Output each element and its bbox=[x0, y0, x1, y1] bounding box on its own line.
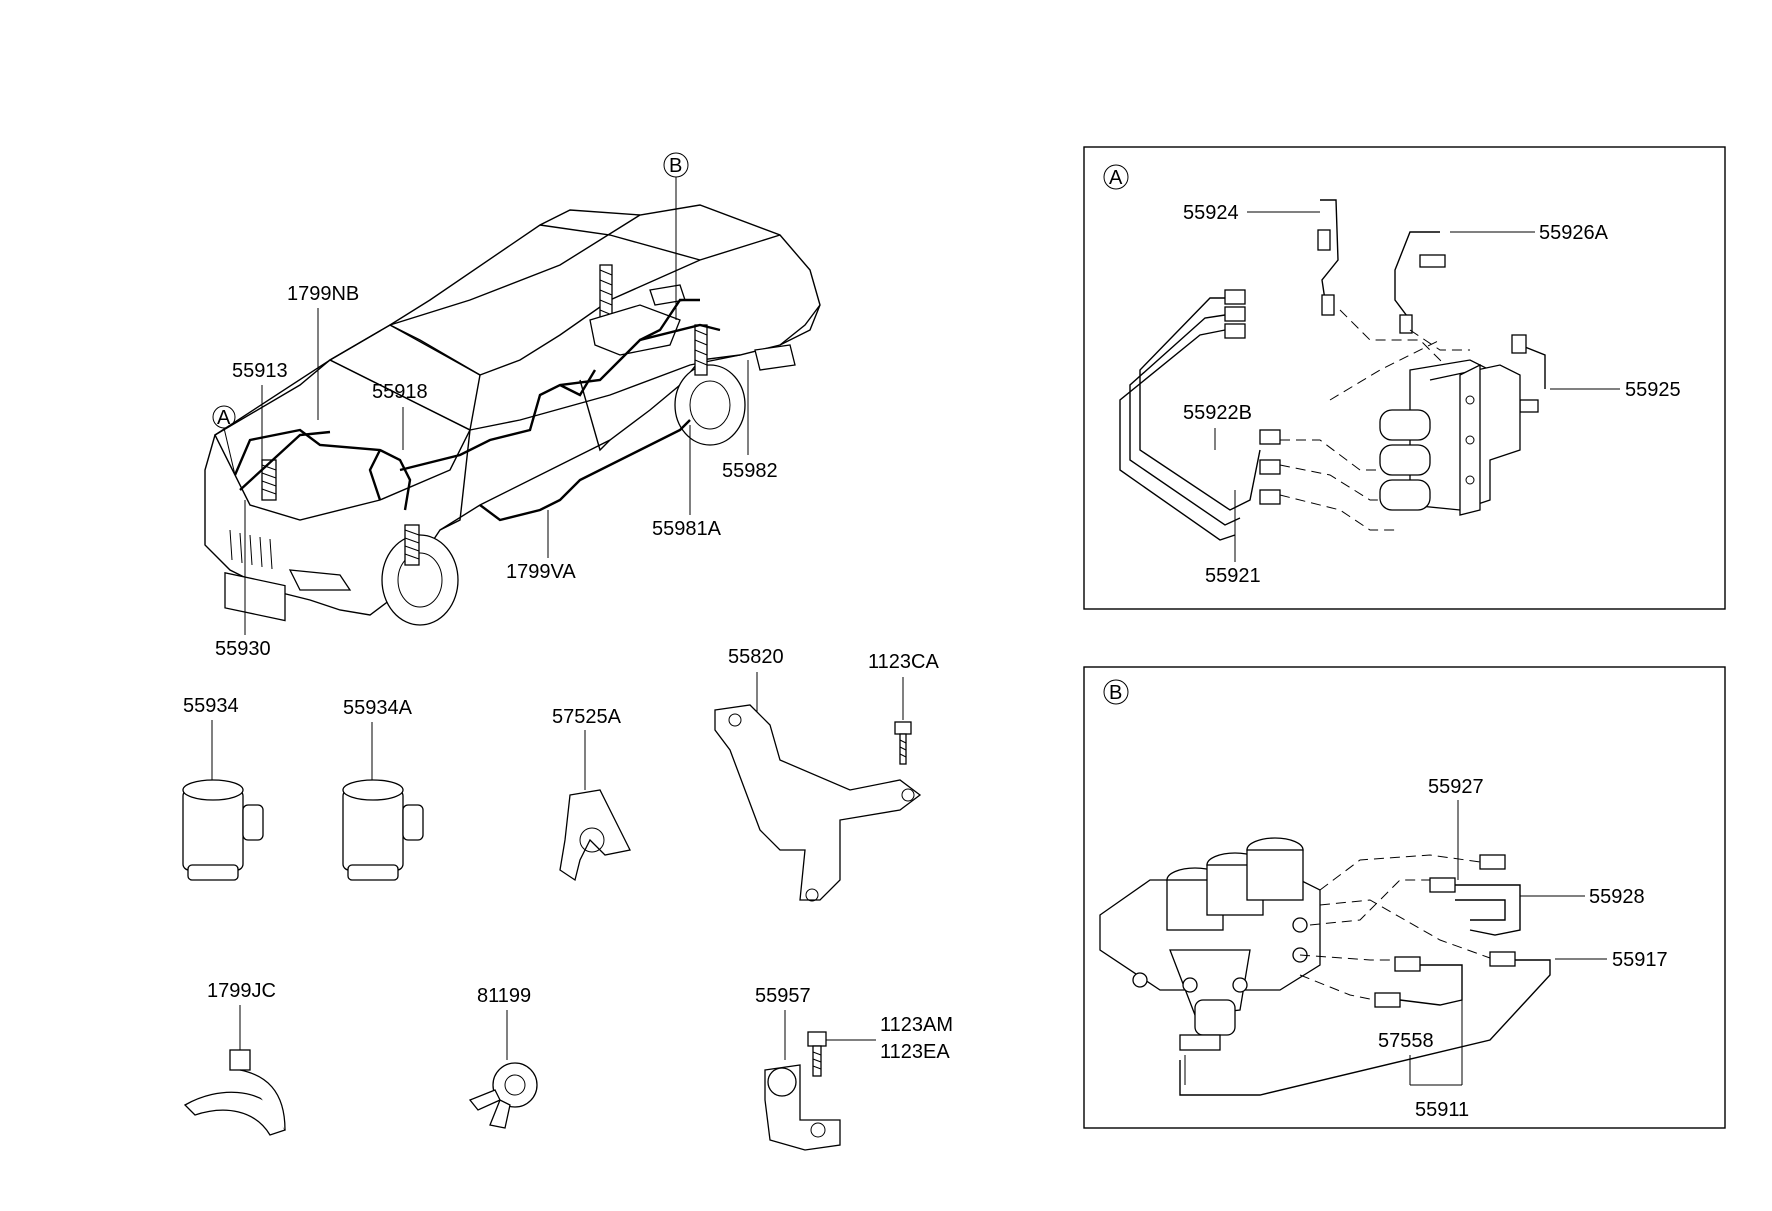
callout-55927: 55927 bbox=[1428, 776, 1484, 798]
callout-57558: 57558 bbox=[1378, 1030, 1434, 1052]
part-55957: 55957 bbox=[755, 985, 841, 1151]
callout-55982: 55982 bbox=[722, 460, 778, 482]
callout-55930: 55930 bbox=[215, 638, 271, 660]
part-1123AM-1123EA: 1123AM 1123EA bbox=[807, 1014, 953, 1077]
box-b-marker: B bbox=[1109, 682, 1122, 704]
callout-1799JC: 1799JC bbox=[207, 980, 276, 1002]
callout-1123CA: 1123CA bbox=[868, 651, 939, 673]
detail-box-b: B 55927 55928 55917 57558 55911 bbox=[1083, 666, 1726, 1129]
callout-55911: 55911 bbox=[1415, 1099, 1469, 1121]
callout-1123AM: 1123AM bbox=[880, 1014, 953, 1036]
callout-81199: 81199 bbox=[477, 985, 531, 1007]
box-a-marker-circle bbox=[1103, 164, 1129, 190]
callout-55924: 55924 bbox=[1183, 202, 1239, 224]
callout-55918: 55918 bbox=[372, 381, 428, 403]
part-1799JC: 1799JC bbox=[183, 980, 286, 1136]
callout-55820: 55820 bbox=[728, 646, 784, 668]
car-illustration bbox=[204, 204, 821, 626]
callout-55913: 55913 bbox=[232, 360, 288, 382]
callout-57525A: 57525A bbox=[552, 706, 622, 728]
callout-1799NB: 1799NB bbox=[287, 283, 359, 305]
callout-55921: 55921 bbox=[1205, 565, 1261, 587]
part-81199: 81199 bbox=[468, 985, 538, 1129]
callout-55928: 55928 bbox=[1589, 886, 1645, 908]
detail-box-a: A 55924 55926A 55925 55922B 55921 bbox=[1083, 146, 1726, 610]
callout-55981A: 55981A bbox=[652, 518, 722, 540]
marker-b: B bbox=[669, 155, 682, 177]
part-1123CA: 1123CA bbox=[868, 651, 939, 765]
part-55934A: 55934A bbox=[342, 697, 424, 881]
callout-55934: 55934 bbox=[183, 695, 239, 717]
part-55934: 55934 bbox=[182, 695, 264, 881]
callout-55917: 55917 bbox=[1612, 949, 1668, 971]
callout-55925: 55925 bbox=[1625, 379, 1681, 401]
marker-a: A bbox=[217, 407, 231, 429]
callout-55934A: 55934A bbox=[343, 697, 413, 719]
car-callouts: 1799NB 55913 55918 A B 55982 55981A 1799… bbox=[212, 152, 778, 660]
callout-1799VA: 1799VA bbox=[506, 561, 576, 583]
part-55820: 55820 bbox=[714, 646, 922, 902]
box-b-marker-circle bbox=[1103, 679, 1129, 705]
callout-55922B: 55922B bbox=[1183, 402, 1252, 424]
part-57525A: 57525A bbox=[552, 706, 631, 882]
box-a-marker: A bbox=[1109, 167, 1123, 189]
callout-55926A: 55926A bbox=[1539, 222, 1609, 244]
callout-55957: 55957 bbox=[755, 985, 811, 1007]
callout-1123EA: 1123EA bbox=[880, 1041, 950, 1063]
